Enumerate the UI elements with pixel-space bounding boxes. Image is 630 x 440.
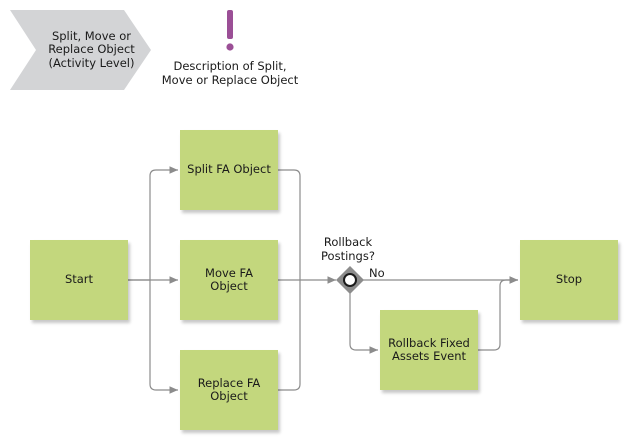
connector-replace-gateway	[278, 280, 301, 391]
gateway-diamond[interactable]	[336, 266, 364, 294]
replace-label: Replace FA Object	[197, 375, 261, 403]
start-node[interactable]: Start	[30, 240, 128, 320]
stop-label: Stop	[555, 272, 583, 287]
connector-start-replace	[149, 280, 178, 394]
description-label[interactable]: Description of Split, Move or Replace Ob…	[161, 59, 299, 87]
connector-rollback-stop	[478, 276, 518, 351]
connector-split-gateway	[278, 169, 301, 280]
connector-start-split	[128, 166, 178, 281]
move-label: Move FA Object	[205, 265, 253, 293]
activity-label: Split, Move or Replace Object (Activity …	[48, 28, 135, 70]
activity-chevron[interactable]: Split, Move or Replace Object (Activity …	[10, 10, 151, 90]
no-branch-label: No	[369, 266, 385, 280]
gateway-label: Rollback Postings?	[321, 235, 375, 263]
split-fa-object-task[interactable]: Split FA Object	[180, 130, 278, 210]
stop-node[interactable]: Stop	[520, 240, 618, 320]
connector-gateway-rollback	[349, 292, 378, 354]
replace-fa-object-task[interactable]: Replace FA Object	[180, 350, 278, 430]
start-label: Start	[64, 272, 94, 287]
split-label: Split FA Object	[187, 162, 271, 177]
exclamation-icon	[226, 10, 234, 51]
rollback-fixed-label: Rollback Fixed Assets Event	[388, 335, 470, 363]
move-fa-object-task[interactable]: Move FA Object	[180, 240, 278, 320]
rollback-fixed-assets-task[interactable]: Rollback Fixed Assets Event	[380, 310, 478, 390]
